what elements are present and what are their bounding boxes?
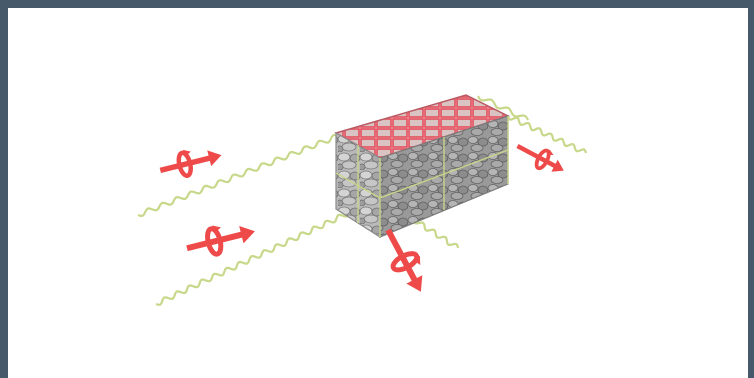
rotation-arrow-marker [157,141,224,182]
rotation-arrow-marker [183,216,258,261]
gabion-box [336,95,508,237]
arrow-icon [380,226,429,296]
arrow-icon [514,140,567,177]
gabion-diagram [8,8,748,378]
anchor-wire [138,135,338,216]
rotation-arrow-marker [513,135,570,179]
